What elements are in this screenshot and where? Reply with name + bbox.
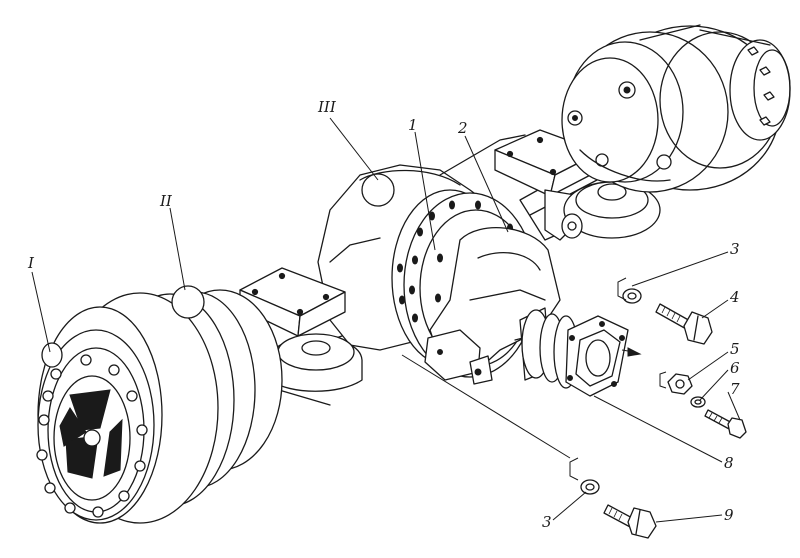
pinion-housing <box>519 307 579 389</box>
label-1: 1 <box>408 116 418 134</box>
callout-labels: I II III 1 2 3 4 5 6 7 8 3 9 <box>27 98 740 531</box>
label-3-bottom: 3 <box>542 513 552 531</box>
washer-bottom <box>580 479 600 495</box>
label-7: 7 <box>730 380 740 398</box>
label-roman-1: I <box>27 254 35 272</box>
label-9: 9 <box>724 506 734 524</box>
bolt-7 <box>704 409 747 439</box>
label-6: 6 <box>730 359 740 377</box>
housing-mark-circle <box>361 173 395 207</box>
left-spring-seat <box>261 333 363 406</box>
left-wheel-hub <box>37 285 283 524</box>
leader-lines <box>31 117 741 523</box>
washer-top <box>622 288 642 304</box>
bolt-4 <box>655 303 713 345</box>
label-roman-2: II <box>159 192 173 210</box>
label-3-top: 3 <box>730 240 740 258</box>
hub-spokes <box>59 389 123 479</box>
nut-5 <box>667 373 693 395</box>
hub-bolts <box>36 354 148 518</box>
drive-flange <box>565 315 642 397</box>
label-8: 8 <box>724 454 734 472</box>
label-2: 2 <box>457 119 468 137</box>
hub-mark-circle <box>171 285 205 319</box>
label-roman-3: III <box>317 98 337 116</box>
bolt-9 <box>603 504 657 539</box>
lock-washer-6 <box>690 396 706 408</box>
right-wheel-hub <box>561 24 791 193</box>
label-5: 5 <box>730 340 740 358</box>
left-spring-pad <box>239 267 346 337</box>
label-4: 4 <box>729 288 740 306</box>
